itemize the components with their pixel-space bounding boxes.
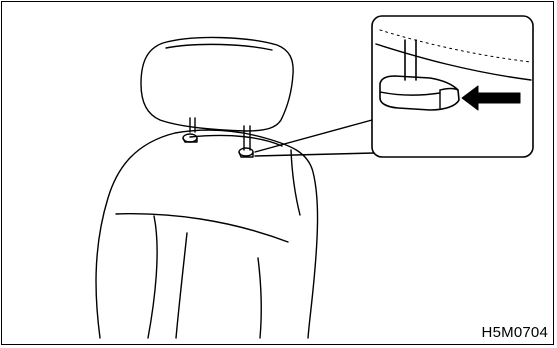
figure-code: H5M0704 xyxy=(481,324,548,341)
detail-callout xyxy=(371,15,534,158)
headrest-release-button xyxy=(379,39,460,111)
headrest-stay xyxy=(182,117,254,158)
push-direction-arrow xyxy=(461,85,521,111)
seat-back xyxy=(95,129,319,339)
headrest xyxy=(140,36,294,132)
callout-leader xyxy=(254,119,375,157)
